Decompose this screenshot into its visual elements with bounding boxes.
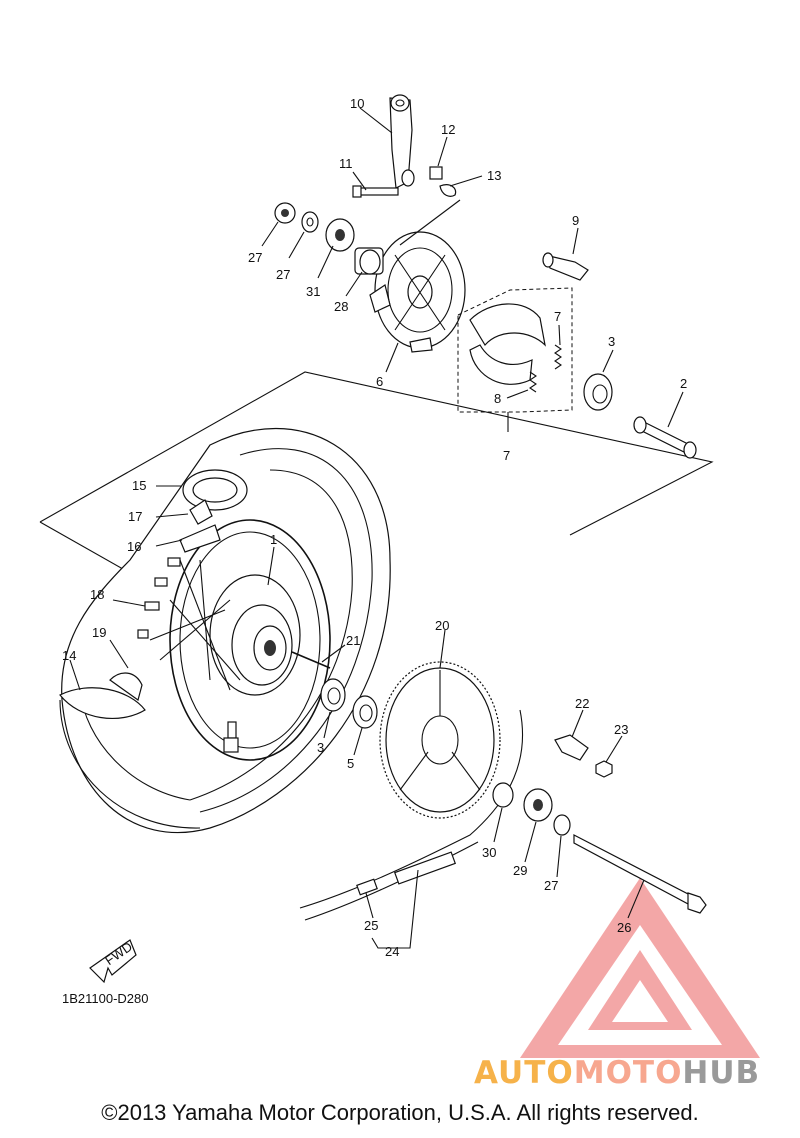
- watermark-brand: AUTOMOTOHUB: [474, 1055, 760, 1091]
- rear-sprocket: [379, 661, 501, 819]
- tube-and-valve: [179, 469, 248, 553]
- spoke-nipples: [137, 557, 237, 739]
- callout-22: 23: [614, 722, 628, 737]
- callout-16: 17: [128, 509, 142, 524]
- callout-3-left: 3: [317, 740, 324, 755]
- callout-19: 20: [435, 618, 449, 633]
- callout-17: 18: [90, 587, 104, 602]
- callout-20: 21: [346, 633, 360, 648]
- axle-collar: [633, 416, 697, 459]
- brake-shoe-set: [457, 287, 573, 413]
- leader-lines: [69, 107, 684, 949]
- callout-3-right: 3: [608, 334, 615, 349]
- callout-30: 29: [513, 863, 527, 878]
- callout-10: 11: [339, 156, 353, 171]
- rim-band: [59, 672, 146, 720]
- callout-27a: 27: [276, 267, 290, 282]
- callout-12: 13: [487, 168, 501, 183]
- brake-arm: [352, 94, 461, 246]
- wheel-rim: [149, 519, 331, 761]
- callout-7a: 7: [554, 309, 561, 324]
- chain-puller-and-axle: [492, 734, 707, 914]
- callout-9: 10: [350, 96, 364, 111]
- bearings-left: [291, 651, 378, 729]
- callout-24: 25: [364, 918, 378, 933]
- callout-29: 30: [482, 845, 496, 860]
- callout-14: 15: [132, 478, 146, 493]
- copyright-notice: ©2013 Yamaha Motor Corporation, U.S.A. A…: [101, 1100, 699, 1125]
- callout-1: 1: [270, 532, 277, 547]
- callout-21: 22: [575, 696, 589, 711]
- callout-11: 12: [441, 122, 455, 137]
- brand-auto: AUTO: [474, 1055, 574, 1091]
- callout-8: 9: [572, 213, 579, 228]
- callout-31: 31: [306, 284, 320, 299]
- callout-25: 26: [617, 920, 631, 935]
- callout-2: 2: [680, 376, 687, 391]
- callout-4: 5: [347, 756, 354, 771]
- brand-moto: MOTO: [573, 1055, 683, 1091]
- callout-15: 16: [127, 539, 141, 554]
- callout-13: 14: [62, 648, 76, 663]
- callout-5: 6: [376, 374, 383, 389]
- watermark-logo-icon: [520, 878, 760, 1058]
- part-code: 1B21100-D280: [62, 991, 149, 1006]
- callout-27b: 27: [544, 878, 558, 893]
- callout-numbers: 10 12 11 13 9 27 27 31 28 6 7 8 7 3 2 15…: [62, 96, 687, 1006]
- brake-cam-parts: [274, 202, 384, 275]
- bearing-right: [583, 373, 613, 411]
- brake-cam: [542, 252, 589, 281]
- valve-cap: [223, 737, 239, 753]
- fwd-arrow-icon: FWD: [89, 939, 137, 984]
- callout-26: 27: [248, 250, 262, 265]
- brand-hub: HUB: [682, 1055, 761, 1091]
- callout-6: 7: [503, 448, 510, 463]
- callout-28: 28: [334, 299, 348, 314]
- callout-7b: 8: [494, 391, 501, 406]
- brake-panel: [369, 231, 466, 353]
- callout-23: 24: [385, 944, 399, 959]
- drive-chain: [299, 709, 524, 921]
- callout-18: 19: [92, 625, 106, 640]
